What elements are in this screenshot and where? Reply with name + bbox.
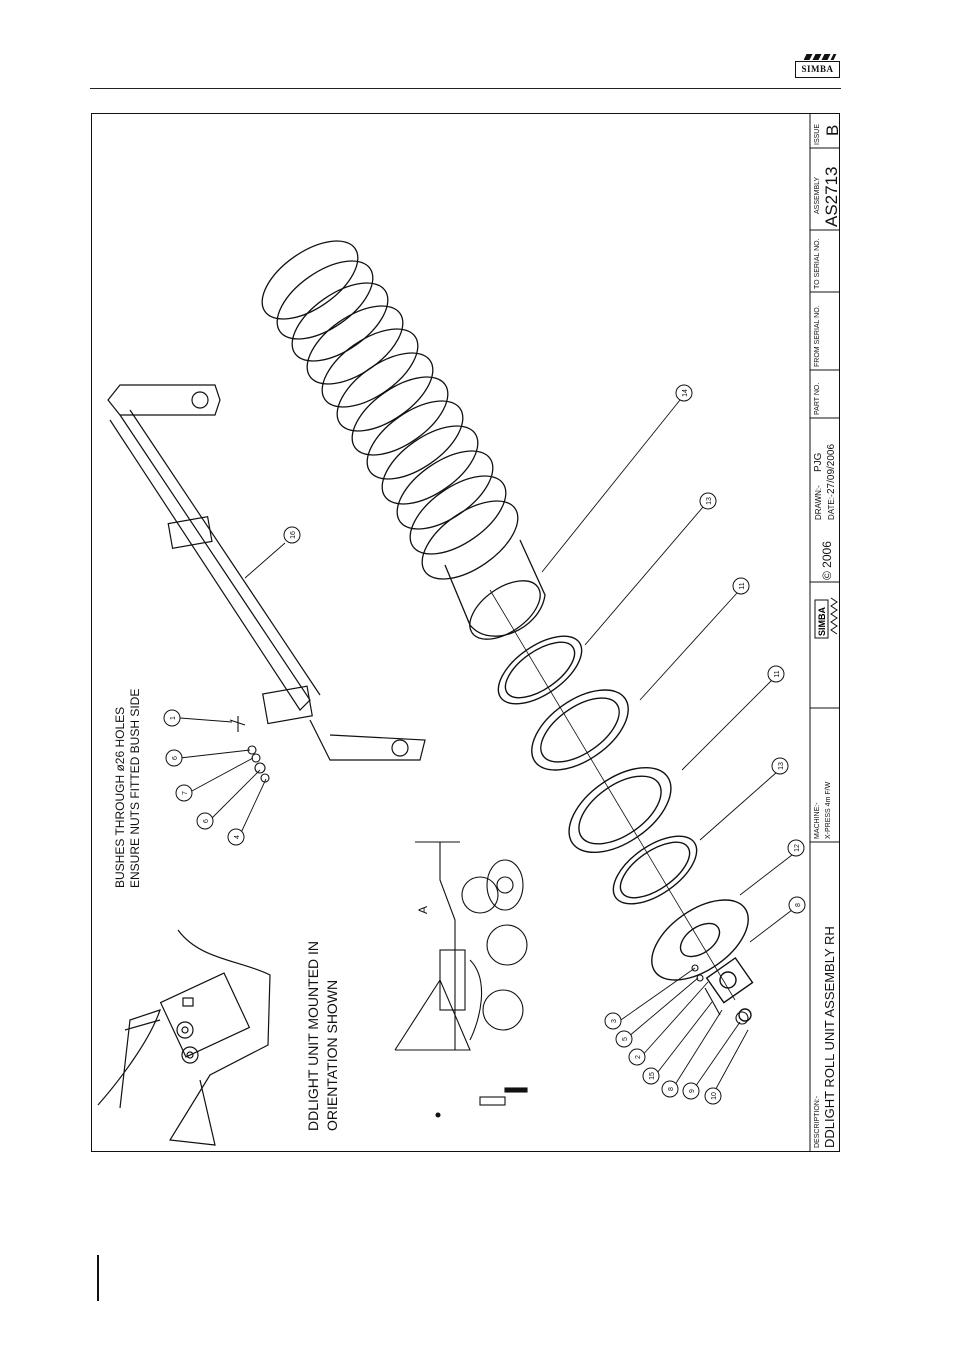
issue-value: B [823, 125, 842, 136]
balloon-4-text: 6 [203, 819, 210, 823]
description-label: DESCRIPTION:- [814, 1095, 821, 1148]
balloon-19: 9 [682, 1082, 700, 1100]
balloon-2: 6 [165, 749, 183, 767]
logo-text: SIMBA [795, 61, 840, 78]
orientation-note-line1: DDLIGHT UNIT MOUNTED IN [305, 941, 321, 1131]
from-serial-label: FROM SERIAL NO. [814, 305, 821, 367]
machine-label: MACHINE:- [814, 802, 821, 839]
balloon-10-text: 11 [774, 670, 781, 677]
balloon-20-text: 10 [711, 1092, 718, 1100]
balloon-14-text: 3 [611, 1019, 618, 1023]
balloon-14: 3 [604, 1012, 622, 1030]
issue-label: ISSUE [814, 124, 821, 145]
balloon-12-text: 12 [794, 844, 801, 852]
balloon-13: 8 [788, 896, 806, 914]
balloon-3-text: 7 [182, 791, 189, 795]
machine-value: X-PRESS 4m F/W [825, 781, 832, 839]
roll-stack [261, 240, 546, 640]
drawing-frame [91, 113, 840, 1152]
balloon-13-text: 8 [795, 903, 802, 907]
title-simba-logo: SIMBA [814, 597, 838, 639]
header-rule [90, 88, 841, 89]
balloon-6-text: 16 [290, 531, 297, 539]
balloon-1: 1 [163, 709, 181, 727]
balloon-20: 10 [704, 1087, 722, 1105]
balloon-16: 2 [628, 1048, 646, 1066]
balloon-17-text: 15 [649, 1072, 656, 1080]
view-label: A [416, 906, 430, 914]
balloons: 1 6 7 6 4 16 14 13 11 11 13 12 8 3 5 2 1… [163, 384, 806, 1105]
balloon-18: 8 [661, 1080, 679, 1098]
balloon-1-text: 1 [170, 716, 177, 720]
page-margin-bar [97, 1255, 99, 1301]
drawn-label: DRAWN:- [814, 485, 823, 520]
copyright: © 2006 [820, 541, 834, 580]
balloon-17: 15 [642, 1067, 660, 1085]
balloon-9: 11 [732, 577, 750, 595]
fasteners [229, 716, 749, 1025]
title-block [809, 114, 840, 1151]
date-value: 27/09/2006 [826, 444, 837, 494]
assembly-value: AS2713 [822, 167, 841, 228]
balloon-5: 4 [227, 828, 245, 846]
part-no-label: PART NO. [814, 383, 821, 415]
balloon-4: 6 [196, 812, 214, 830]
balloon-7: 14 [675, 384, 693, 402]
balloon-8-text: 13 [706, 497, 713, 505]
balloon-2-text: 6 [172, 756, 179, 760]
orientation-note-line2: ORIENTATION SHOWN [324, 980, 340, 1131]
date-label: DATE:- [827, 494, 836, 520]
balloon-19-text: 9 [689, 1089, 696, 1093]
balloon-7-text: 14 [682, 389, 689, 397]
assembly-label: ASSEMBLY [814, 176, 821, 214]
bushes-note-line2: ENSURE NUTS FITTED BUSH SIDE [128, 689, 142, 888]
balloon-6: 16 [283, 526, 301, 544]
balloon-5-text: 4 [234, 835, 241, 839]
balloon-8: 13 [699, 492, 717, 510]
leader-lines [179, 399, 793, 1097]
balloon-15: 5 [615, 1030, 633, 1048]
side-view-sketch [394, 841, 528, 1118]
balloon-16-text: 2 [635, 1055, 642, 1059]
to-serial-label: TO SERIAL NO. [814, 238, 821, 289]
description-value: DDLIGHT ROLL UNIT ASSEMBLY RH [822, 926, 837, 1148]
inset-mount-sketch [97, 929, 271, 1146]
simba-logo: SIMBA [793, 54, 841, 80]
balloon-15-text: 5 [622, 1037, 629, 1041]
rings-and-plates [489, 589, 754, 1022]
drawn-value: PJG [813, 452, 824, 472]
balloon-12: 12 [787, 839, 805, 857]
bushes-note-line1: BUSHES THROUGH ø26 HOLES [113, 707, 127, 888]
balloon-11-text: 13 [778, 762, 785, 770]
balloon-18-text: 8 [668, 1087, 675, 1091]
balloon-3: 7 [175, 784, 193, 802]
balloon-9-text: 11 [739, 582, 746, 589]
balloon-11: 13 [771, 757, 789, 775]
frame-arm-part [107, 384, 426, 761]
title-logo-text: SIMBA [817, 607, 827, 637]
balloon-10: 11 [767, 665, 785, 683]
